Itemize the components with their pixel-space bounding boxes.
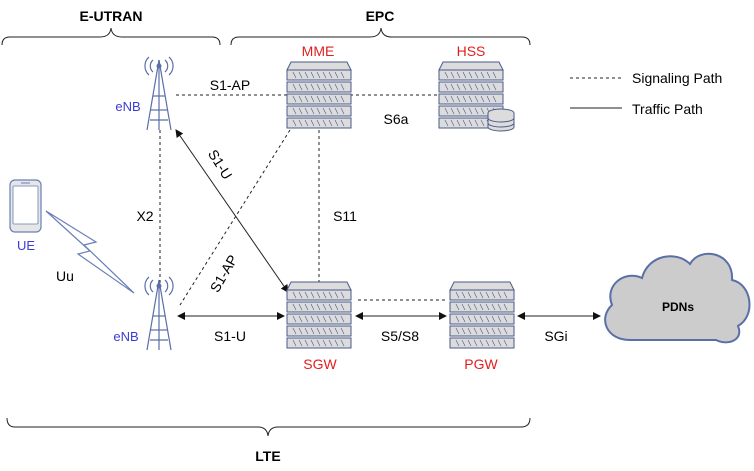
enb-top-label: eNB	[115, 99, 140, 114]
lte-label: LTE	[255, 448, 280, 464]
sgw-label: SGW	[303, 356, 337, 372]
s6a-label: S6a	[384, 111, 409, 127]
hss-label: HSS	[457, 43, 486, 59]
epc-brace	[230, 27, 531, 46]
database-icon	[487, 108, 515, 132]
sgw-server-icon	[286, 281, 352, 349]
s1u-diagonal-traffic-line	[175, 129, 289, 293]
ue-label: UE	[17, 238, 35, 253]
enb-bottom-label: eNB	[113, 329, 138, 344]
s5s8-label: S5/S8	[381, 328, 419, 344]
enb-top-antenna-icon	[144, 56, 174, 131]
mme-label: MME	[302, 43, 335, 59]
lte-brace	[6, 417, 531, 437]
eutran-label: E-UTRAN	[80, 8, 143, 24]
pdns-label: PDNs	[662, 300, 694, 314]
x2-label: X2	[136, 208, 153, 224]
legend-signaling-label: Signaling Path	[632, 70, 722, 86]
cloud-icon	[604, 252, 751, 344]
legend-traffic-label: Traffic Path	[632, 101, 703, 117]
s1ap-top-label: S1-AP	[210, 77, 250, 93]
s1ap-diagonal-signaling-line	[179, 129, 291, 306]
legend: Signaling Path Traffic Path	[570, 70, 722, 117]
wireless-link-icon	[45, 210, 135, 294]
enb-bottom-antenna-icon	[144, 276, 174, 351]
mme-server-icon	[286, 61, 352, 129]
pgw-server-icon	[449, 281, 515, 349]
eutran-brace	[1, 27, 221, 46]
s1ap-diagonal-label: S1-AP	[207, 252, 241, 295]
s1u-diagonal-label: S1-U	[205, 147, 235, 183]
s11-label: S11	[333, 208, 357, 224]
s1u-bottom-label: S1-U	[214, 328, 246, 344]
epc-label: EPC	[366, 8, 395, 24]
uu-label: Uu	[56, 268, 74, 284]
pgw-label: PGW	[464, 356, 498, 372]
smartphone-icon	[9, 179, 42, 233]
hss-server-icon	[438, 61, 515, 132]
sgi-label: SGi	[544, 328, 567, 344]
